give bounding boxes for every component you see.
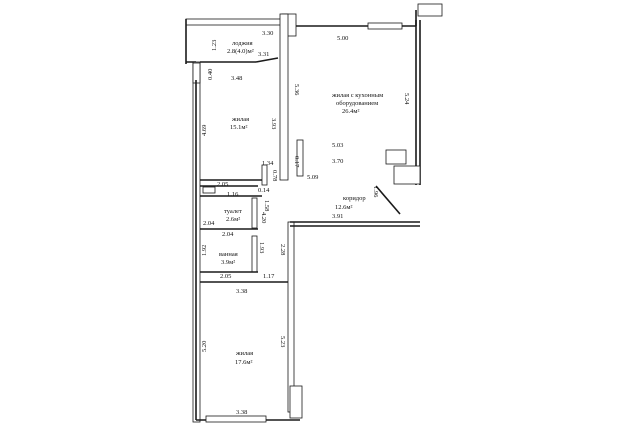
dim-2-05-a: 2.05 bbox=[217, 181, 228, 188]
living-upper-area: 15.1м² bbox=[230, 124, 247, 131]
entry-door bbox=[375, 185, 401, 215]
dim-3-70: 3.70 bbox=[332, 158, 343, 165]
top-right-block bbox=[417, 3, 443, 17]
dim-5-36: 5.36 bbox=[293, 84, 300, 96]
walls bbox=[185, 3, 443, 423]
bathroom-area: 3.9м² bbox=[221, 259, 235, 266]
room-labels: лоджия 2.8(4.0)м² жилая с кухонным обору… bbox=[219, 40, 383, 366]
dim-3-48: 3.48 bbox=[231, 75, 242, 82]
dim-1-34: 1.34 bbox=[262, 160, 274, 167]
partition-living-kitchen bbox=[279, 13, 289, 181]
living-upper-name: жилая bbox=[231, 116, 249, 123]
kitchen-name-line2: оборудованием bbox=[336, 100, 378, 107]
dimensions-vertical: 1.23 0.40 5.36 5.24 4.69 3.93 0.17 0.78 … bbox=[201, 40, 410, 352]
dim-0-14: 0.14 bbox=[258, 187, 270, 194]
door-jamb bbox=[261, 164, 268, 186]
dim-5-09: 5.09 bbox=[307, 174, 318, 181]
toilet-area: 2.6м² bbox=[226, 216, 240, 223]
corridor-name: коридор bbox=[343, 195, 366, 202]
dim-5-23: 5.23 bbox=[279, 336, 286, 347]
dim-1-58: 1.58 bbox=[263, 200, 270, 211]
toilet-right-wall bbox=[251, 197, 258, 229]
dim-5-00: 5.00 bbox=[337, 35, 348, 42]
dim-2-28: 2.28 bbox=[279, 244, 286, 255]
kitchen-name-line1: жилая с кухонным bbox=[331, 92, 383, 99]
dim-1-93: 1.93 bbox=[258, 242, 265, 253]
dim-3-38-b: 3.38 bbox=[236, 409, 247, 416]
niche-block bbox=[202, 186, 216, 194]
dim-1-16: 1.16 bbox=[227, 191, 239, 198]
corridor-area: 12.6м² bbox=[335, 204, 352, 211]
dimensions-horizontal: 3.30 5.00 3.31 3.48 5.03 1.34 3.70 5.09 … bbox=[203, 30, 348, 416]
dim-3-93: 3.93 bbox=[270, 118, 277, 129]
dim-1-17: 1.17 bbox=[263, 273, 275, 280]
loggia-window bbox=[185, 18, 283, 26]
corridor-right-wall bbox=[287, 221, 295, 413]
dim-3-30: 3.30 bbox=[262, 30, 273, 37]
dim-2-04-a: 2.04 bbox=[203, 220, 215, 227]
dim-1-23: 1.23 bbox=[211, 40, 218, 51]
kitchen-pier bbox=[296, 139, 304, 177]
dim-2-05-b: 2.05 bbox=[220, 273, 231, 280]
loggia-door bbox=[255, 57, 279, 63]
dim-1-92: 1.92 bbox=[201, 245, 208, 256]
living-lower-name: жилая bbox=[235, 350, 253, 357]
dim-0-17: 0.17 bbox=[293, 156, 300, 168]
dim-1-96: 1.96 bbox=[372, 186, 379, 198]
kitchen-area: 26.4м² bbox=[342, 108, 359, 115]
dim-4-20: 4.20 bbox=[260, 212, 267, 223]
bathroom-name: ванная bbox=[219, 251, 238, 258]
loggia-name: лоджия bbox=[232, 40, 253, 47]
dim-3-91: 3.91 bbox=[332, 213, 343, 220]
dim-0-78: 0.78 bbox=[271, 170, 278, 181]
bottom-pier bbox=[289, 385, 303, 419]
dim-5-24: 5.24 bbox=[403, 93, 410, 105]
dim-2-04-b: 2.04 bbox=[222, 231, 234, 238]
loggia-area: 2.8(4.0)м² bbox=[227, 48, 254, 55]
kitchen-corner-block bbox=[385, 149, 407, 165]
bottom-window bbox=[205, 415, 267, 423]
kitchen-window bbox=[367, 22, 403, 30]
living-lower-area: 17.6м² bbox=[235, 359, 252, 366]
dim-5-03: 5.03 bbox=[332, 142, 343, 149]
dim-0-40: 0.40 bbox=[207, 69, 214, 80]
dim-3-31: 3.31 bbox=[258, 51, 269, 58]
kitchen-niche bbox=[393, 165, 421, 185]
bath-right-wall bbox=[251, 235, 258, 273]
dim-4-69: 4.69 bbox=[201, 125, 208, 136]
toilet-name: туалет bbox=[224, 208, 242, 215]
dim-5-20: 5.20 bbox=[201, 341, 208, 352]
dim-3-38-a: 3.38 bbox=[236, 288, 247, 295]
